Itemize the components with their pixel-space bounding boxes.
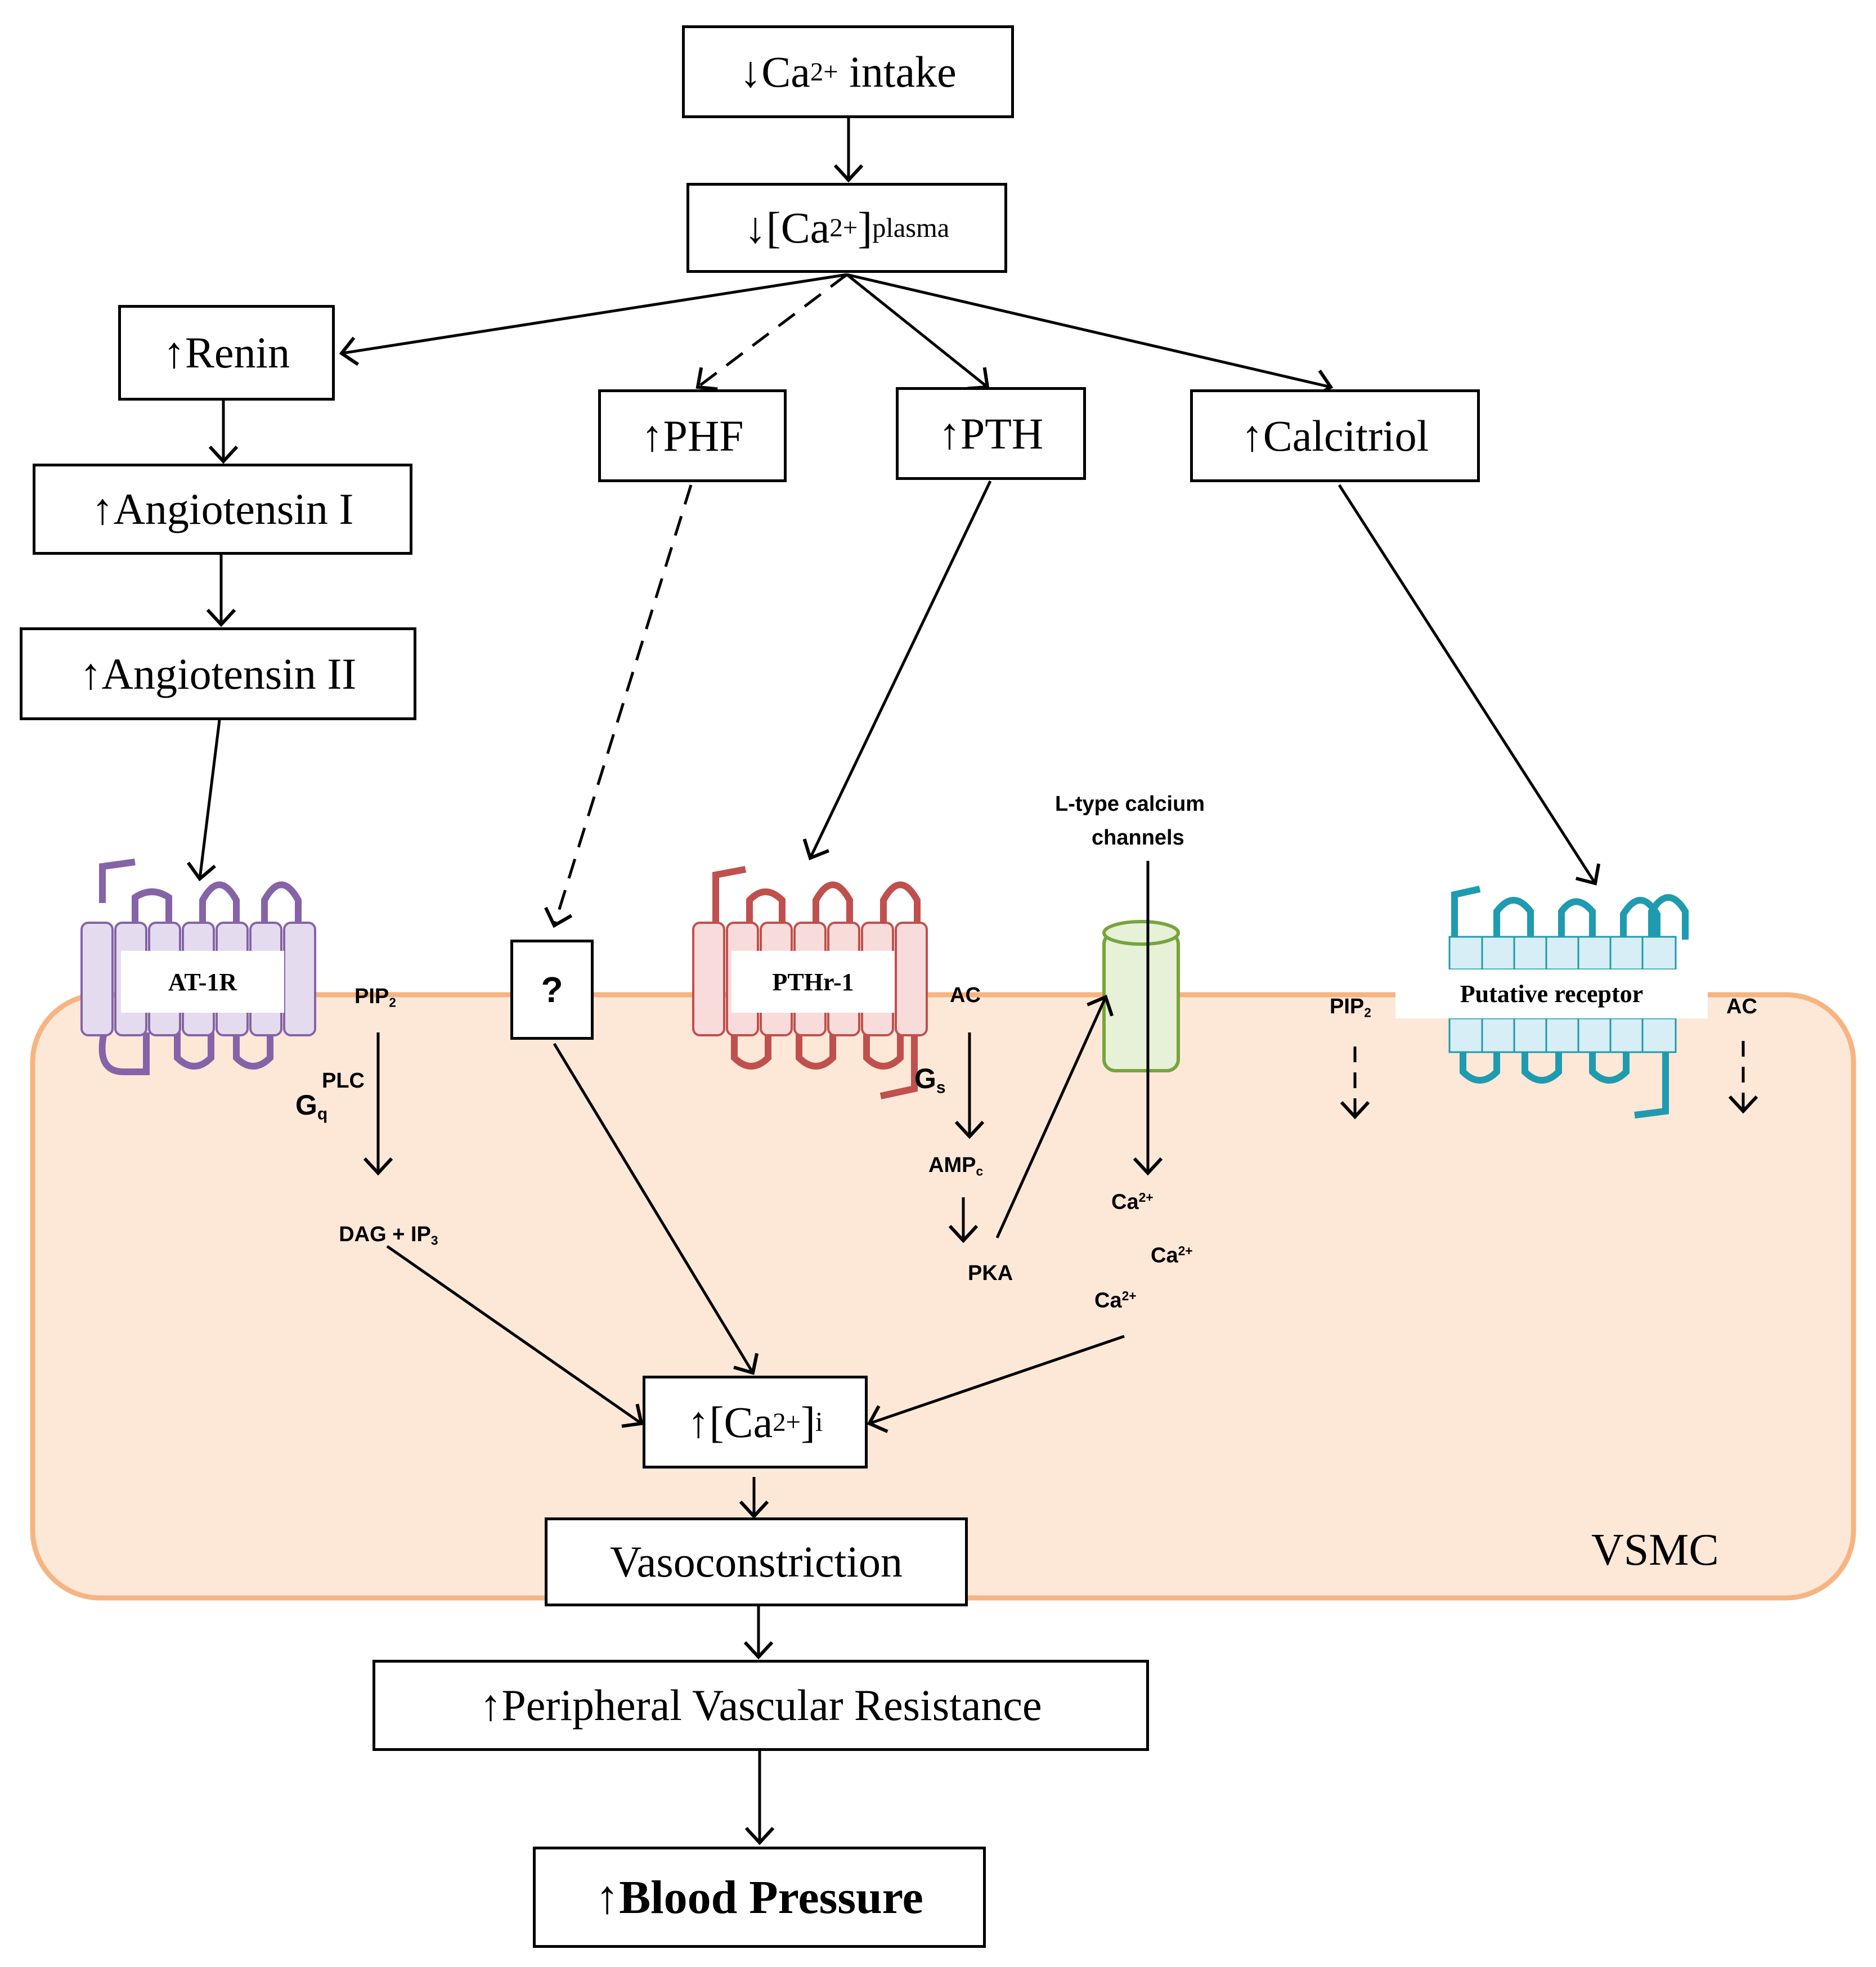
pth-box: ↑PTH: [896, 387, 1086, 480]
arrows: [186, 118, 1758, 1845]
dag-ip3-label: DAG + IP3: [339, 1223, 438, 1248]
arrow-phf-unknown: [544, 484, 693, 928]
angiotensin-2-box: ↑Angiotensin II: [20, 627, 416, 720]
arrow-ang2-at1r: [186, 720, 221, 882]
putative-receptor: [1448, 886, 1689, 1119]
ca-plasma-arrow: ↓: [744, 203, 766, 252]
blood-pressure-box: ↑Blood Pressure: [533, 1847, 986, 1948]
arrow-unknown-cai: [553, 1043, 759, 1375]
ca-i-subscript: i: [815, 1407, 823, 1437]
arrow-plasma-renin: [339, 273, 847, 366]
arrow-plasma-phf: [695, 273, 848, 391]
ca-i-charge: 2+: [773, 1407, 801, 1437]
renin-box: ↑Renin: [118, 305, 335, 401]
l-type-label-line1: L-type calcium: [1055, 792, 1205, 816]
pthr1-label: PTHr-1: [731, 951, 895, 1013]
peripheral-vascular-resistance-box: ↑Peripheral Vascular Resistance: [372, 1660, 1149, 1751]
putative-receptor-label: Putative receptor: [1395, 969, 1708, 1018]
at1r-label: AT-1R: [121, 951, 284, 1013]
arrow-ca-cai: [867, 1335, 1125, 1434]
ampc-label: AMPc: [928, 1153, 984, 1179]
ca-plasma-ca: [Ca: [766, 203, 830, 252]
ca-i-arrow: ↑: [687, 1397, 710, 1447]
ca-i-bracket: ]: [801, 1397, 815, 1447]
ca-intake-charge: 2+: [810, 57, 838, 87]
arrow-calcitriol-putative: [1338, 484, 1601, 886]
arrow-dag-cai: [386, 1245, 644, 1428]
phf-box: ↑PHF: [598, 389, 787, 482]
pip2-right-label: PIP2: [1330, 995, 1371, 1020]
ca2-label-2: Ca2+: [1151, 1243, 1193, 1268]
vasoconstriction-box: Vasoconstriction: [545, 1517, 968, 1606]
gs-label: Gs: [914, 1063, 946, 1097]
pip2-left-label: PIP2: [354, 985, 396, 1010]
ca-intake-ca: Ca: [761, 47, 810, 96]
ca2-label-3: Ca2+: [1094, 1288, 1137, 1313]
plc-label: PLC: [322, 1069, 365, 1093]
ca-plasma-subscript: plasma: [872, 213, 950, 243]
arrow-plasma-calcitriol: [846, 273, 1334, 399]
arrow-pth-pthr1: [802, 480, 992, 860]
arrow-plasma-pth: [846, 273, 990, 390]
ca2-label-1: Ca2+: [1111, 1190, 1154, 1214]
arrow-pka-channel: [995, 994, 1114, 1239]
l-type-calcium-channel: [1102, 920, 1180, 1072]
angiotensin-1-box: ↑Angiotensin I: [33, 464, 412, 555]
pka-label: PKA: [968, 1261, 1013, 1285]
ca-plasma-charge: 2+: [829, 213, 858, 242]
l-type-label-line2: channels: [1092, 826, 1184, 850]
ca-intake-arrow: ↓: [739, 47, 762, 96]
gq-label: Gq: [295, 1089, 328, 1124]
ac-mid-label: AC: [950, 983, 981, 1007]
unknown-receptor-box: ?: [510, 940, 594, 1040]
ca-intake-word: intake: [838, 47, 957, 96]
ac-right-label: AC: [1726, 995, 1757, 1018]
calcitriol-box: ↑Calcitriol: [1190, 389, 1480, 482]
vsmc-label: VSMC: [1591, 1525, 1719, 1575]
ca-plasma-bracket: ]: [858, 203, 873, 252]
ca-i-ca: [Ca: [709, 1397, 773, 1447]
